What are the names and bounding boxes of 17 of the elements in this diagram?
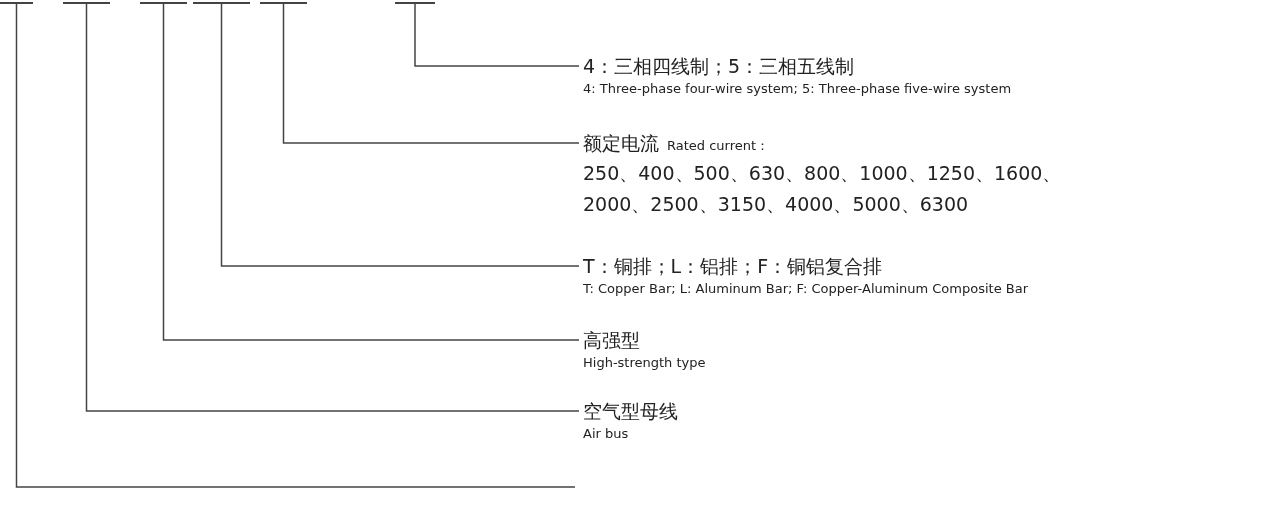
item-translation: 4: Three-phase four-wire system; 5: Three-phase five-wire system <box>583 80 1012 98</box>
item-description: 4：三相四线制；5：三相五线制 <box>583 54 855 79</box>
item-description: T：铜排；L：铝排；F：铜铝复合排 <box>583 254 883 279</box>
leader-line <box>162 3 580 341</box>
leader-line <box>85 3 580 412</box>
leader-line <box>15 3 576 488</box>
value-list: 250、400、500、630、800、1000、1250、1600、2000、2500、3150、4000、5000、6300 <box>583 158 1083 220</box>
item-description: 空气型母线 <box>583 399 678 424</box>
item-description: 高强型 <box>583 328 640 353</box>
item-heading-english: Rated current： <box>667 137 770 155</box>
leader-line <box>282 3 580 144</box>
item-translation: Air bus <box>583 425 629 443</box>
leader-line <box>414 3 580 67</box>
item-translation: High-strength type <box>583 354 706 372</box>
leader-line <box>220 3 580 267</box>
item-heading: 额定电流 <box>583 131 659 156</box>
item-translation: T: Copper Bar; L: Aluminum Bar; F: Copper-Aluminum Composite Bar <box>583 280 1029 298</box>
